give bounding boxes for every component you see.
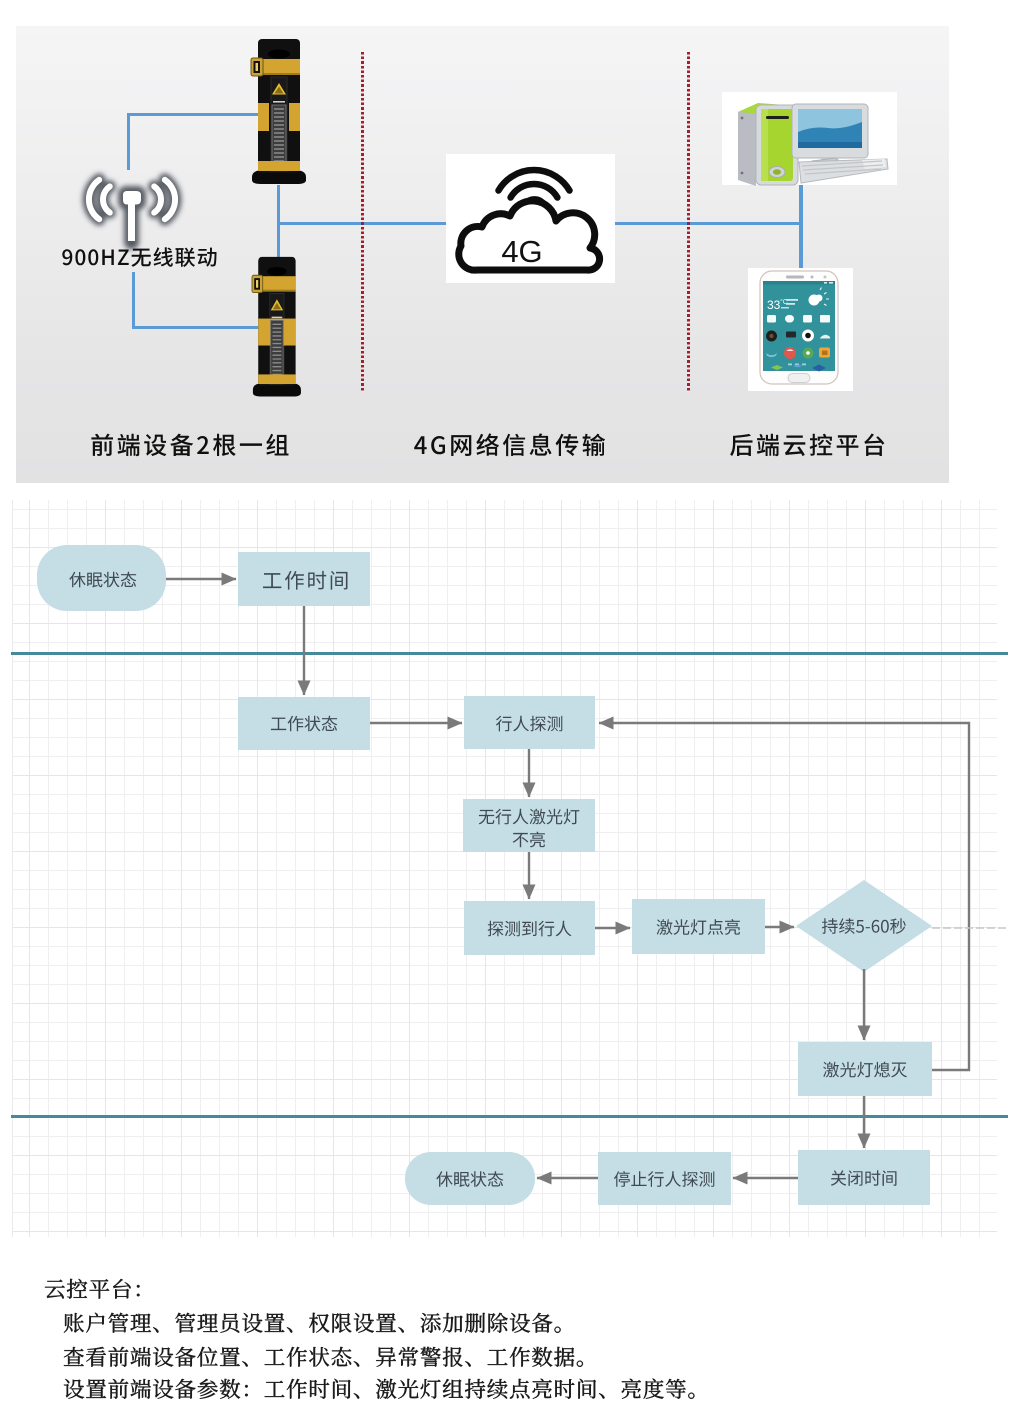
svg-text:°C: °C bbox=[780, 298, 788, 306]
svg-text:33: 33 bbox=[767, 298, 781, 312]
svg-text:4G: 4G bbox=[501, 234, 542, 269]
